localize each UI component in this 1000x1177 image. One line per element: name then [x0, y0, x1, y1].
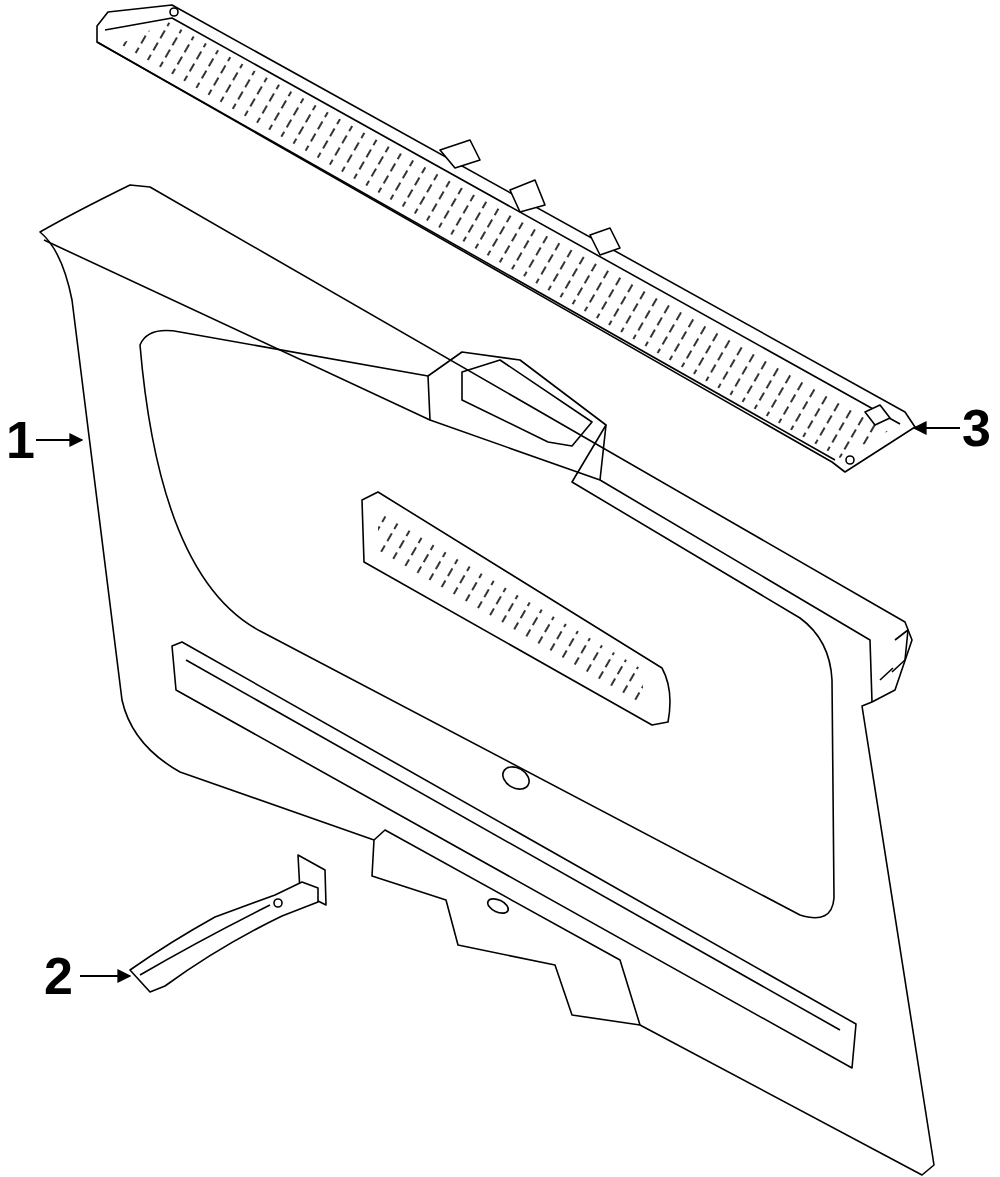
handle-recess: [462, 360, 592, 446]
bracket: [130, 855, 326, 992]
leader-arrow: [914, 427, 960, 429]
strip-hole: [846, 456, 854, 464]
bottom-bump: [374, 830, 640, 1025]
leader-lines: [36, 428, 960, 976]
leader-arrow: [80, 975, 130, 977]
trim-panel: [40, 185, 934, 1175]
panel-hole: [499, 762, 533, 793]
strip-hole: [170, 8, 178, 16]
panel-clip: [880, 630, 908, 680]
callout-number: 1: [6, 414, 35, 466]
lower-strip: [172, 642, 856, 1068]
callout-number: 2: [44, 950, 73, 1002]
panel-hole: [485, 896, 510, 916]
panel-outline: [40, 185, 934, 1175]
callout-number: 3: [962, 402, 991, 454]
panel-edge: [44, 240, 872, 702]
armrest-opening: [362, 492, 670, 725]
leader-arrow: [36, 439, 82, 441]
bracket-edge: [140, 905, 270, 975]
handle-pocket: [428, 376, 606, 480]
bracket-hole: [274, 899, 282, 907]
bracket-body: [130, 882, 318, 992]
armrest-hatching: [378, 512, 646, 706]
lower-strip-line: [186, 660, 840, 1030]
strip-clip: [440, 140, 620, 255]
strip-clip: [865, 405, 890, 425]
